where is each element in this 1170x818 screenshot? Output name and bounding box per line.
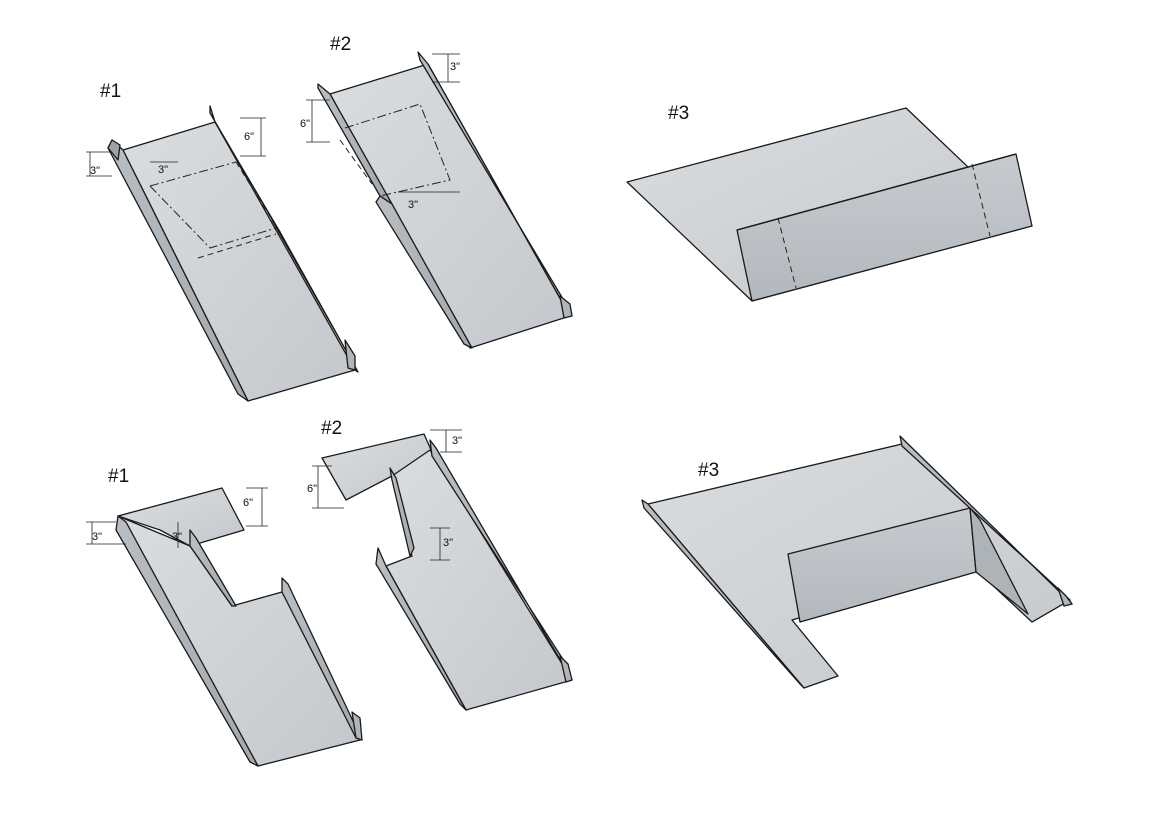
bottom-p2-inner-dim: 3"	[443, 537, 453, 549]
bottom-p1-depth-dim: 6"	[243, 497, 253, 509]
top-piece-1: 3" 3" 6"	[86, 105, 359, 402]
top-label-1: #1	[100, 81, 121, 102]
top-piece-2: 6" 3" 3"	[300, 51, 573, 349]
bottom-p1-inner-dim: 3"	[172, 531, 182, 543]
bottom-piece-1: 3" 3" 6"	[86, 487, 363, 767]
top-piece-3	[626, 107, 1033, 302]
bottom-piece-3	[641, 435, 1073, 689]
top-p2-top-dim: 3"	[450, 61, 460, 73]
bottom-piece-2: 6" 3" 3"	[307, 429, 573, 711]
bottom-p1-side-dim: 3"	[92, 531, 102, 543]
bottom-p2-depth-dim: 6"	[307, 483, 317, 495]
top-label-2: #2	[330, 34, 351, 55]
top-label-3: #3	[668, 103, 689, 124]
bottom-p2-top-dim: 3"	[452, 435, 462, 447]
top-p1-inner-dim: 3"	[158, 164, 168, 176]
top-p1-depth-dim: 6"	[244, 131, 254, 143]
top-p2-depth-dim: 6"	[300, 118, 310, 130]
top-p2-inner-dim: 3"	[408, 199, 418, 211]
bottom-label-1: #1	[108, 466, 129, 487]
bottom-label-2: #2	[321, 418, 342, 439]
bottom-label-3: #3	[698, 460, 719, 481]
top-p1-side-dim: 3"	[90, 165, 100, 177]
